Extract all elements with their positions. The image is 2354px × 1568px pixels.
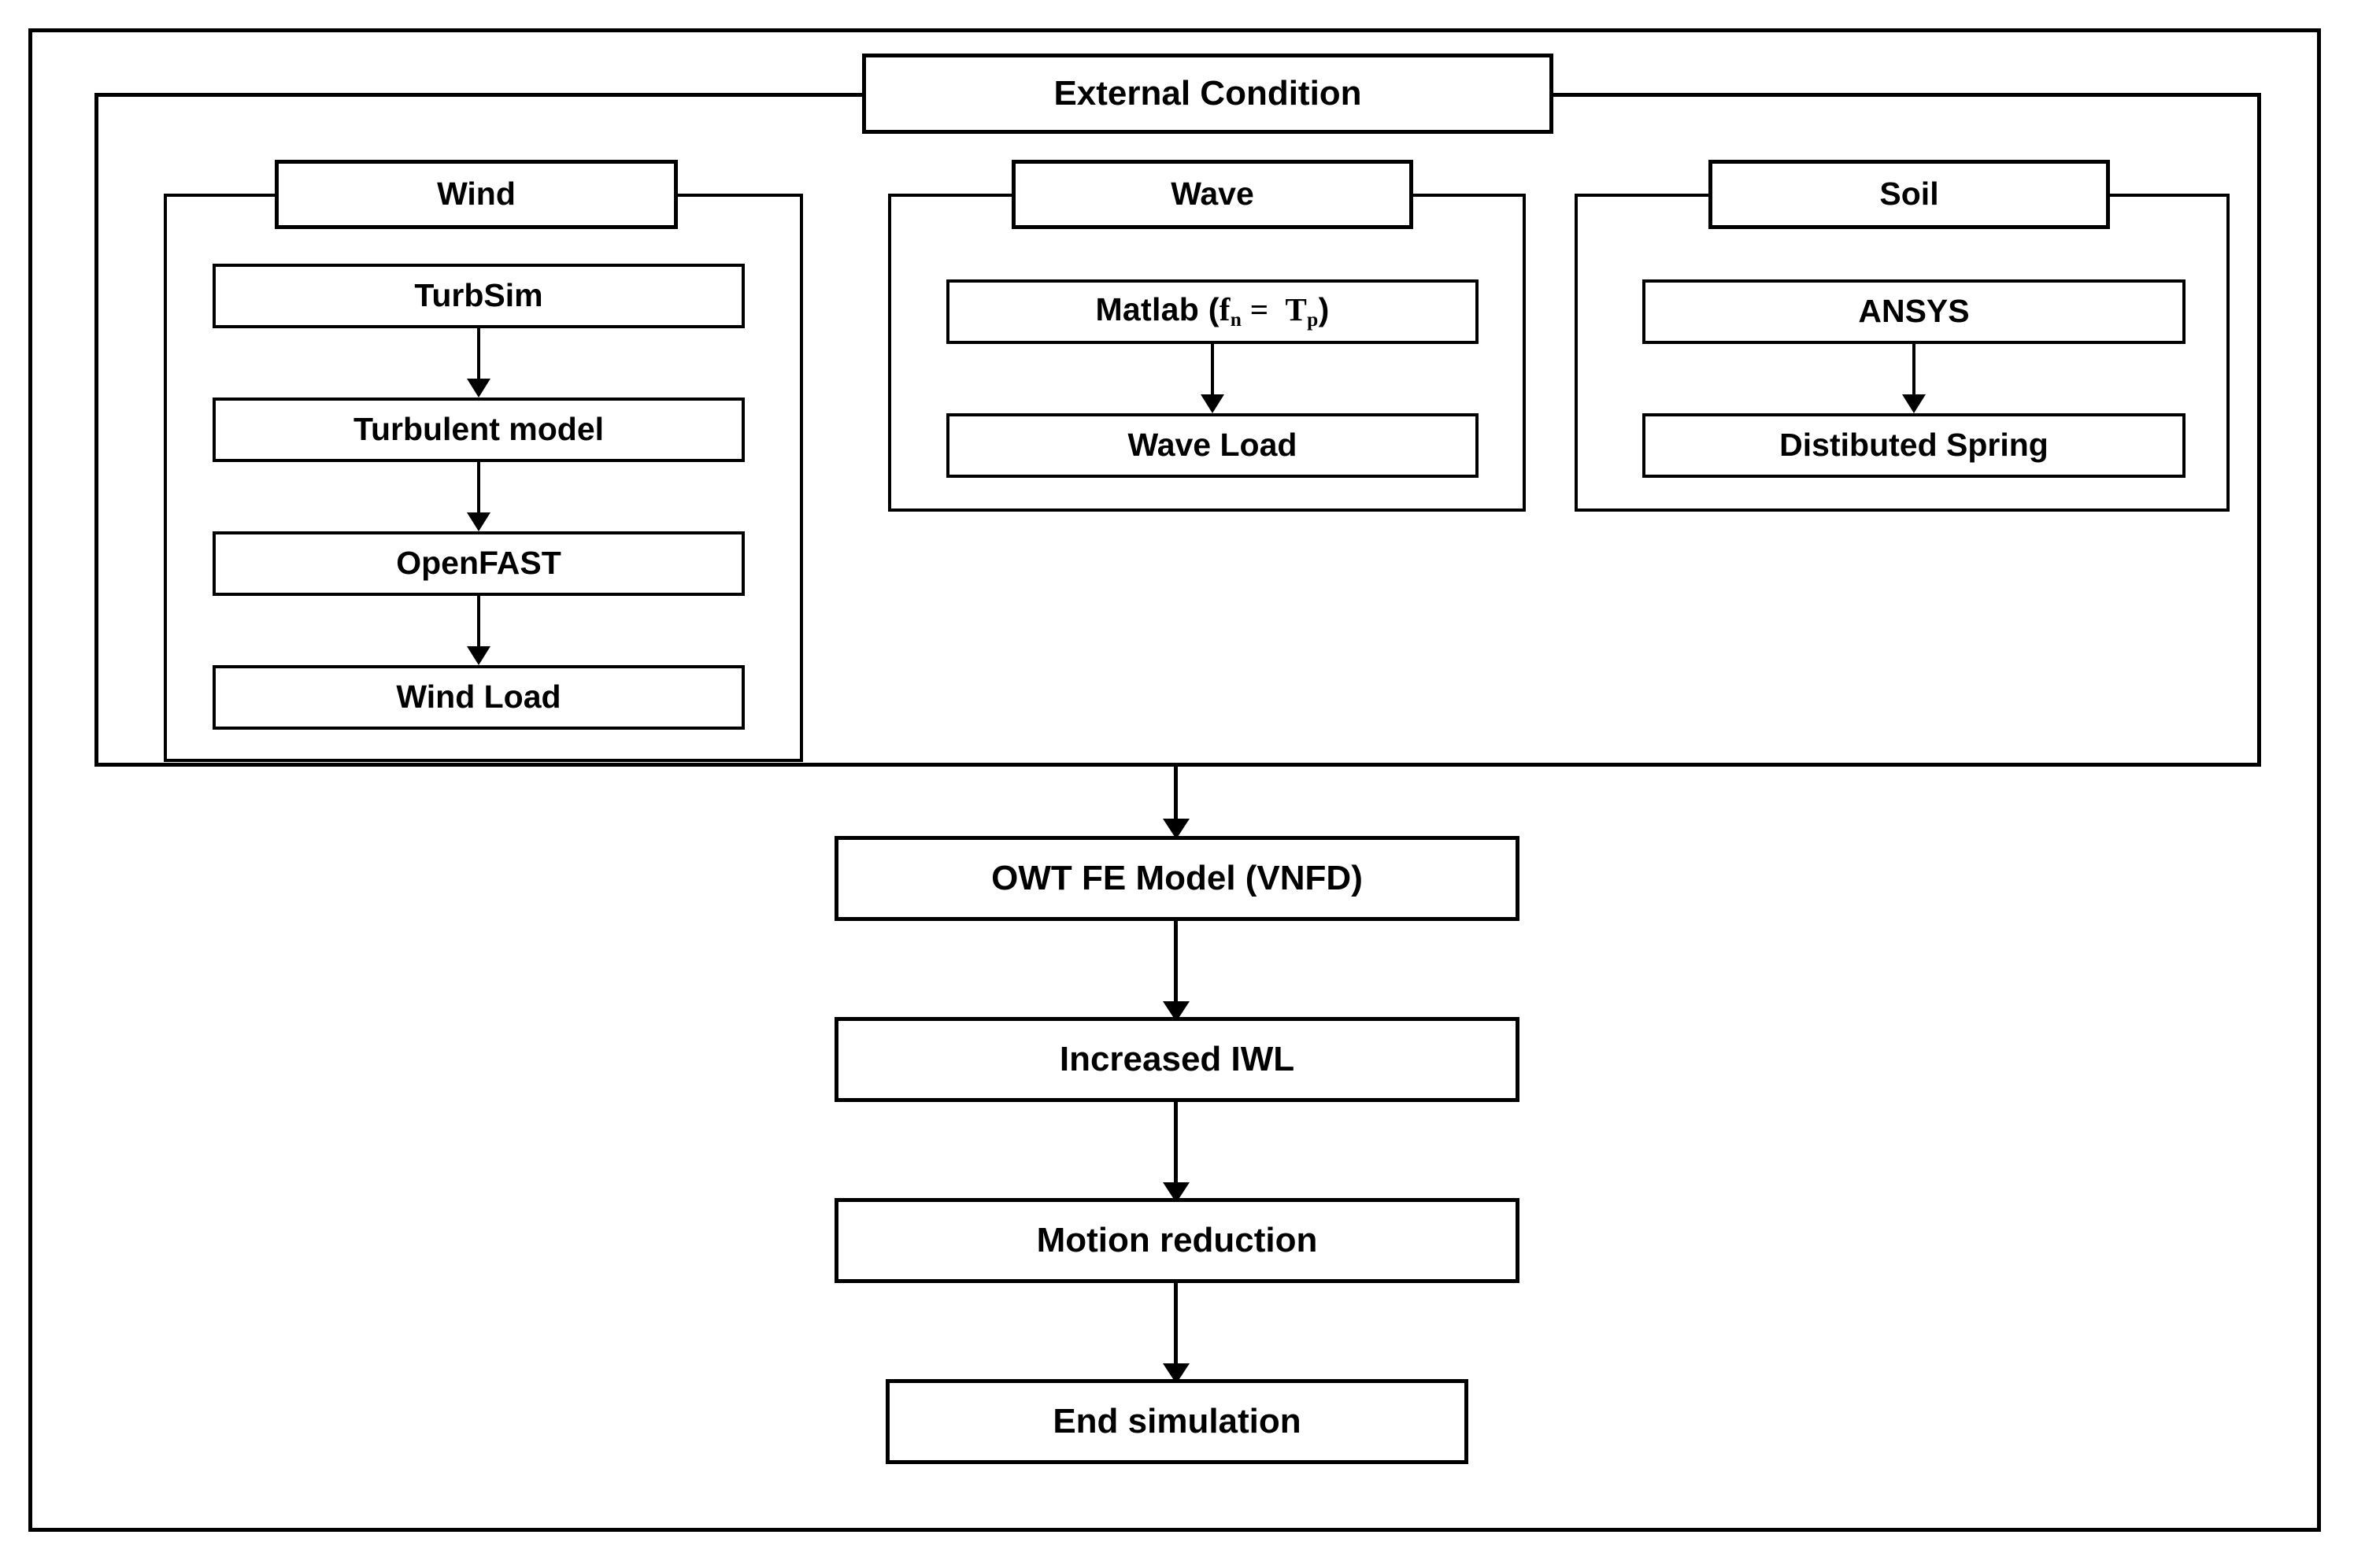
matlab-suffix: ) [1318,290,1330,327]
wave-step-matlab-label: Matlab (fn = Tp) [1095,290,1330,331]
soil-container-left-edge [1575,194,1578,512]
wave-container-top-edge-left [888,194,1012,197]
wave-step-matlab: Matlab (fn = Tp) [946,279,1479,344]
soil-arrow-1-line [1912,344,1915,399]
soil-container-top-edge-left [1575,194,1708,197]
soil-branch-header-box: Soil [1708,160,2110,229]
wind-branch-header-box: Wind [275,160,678,229]
soil-step-distibuted-spring: Distibuted Spring [1642,413,2186,478]
wave-arrow-1-line [1211,344,1214,399]
matlab-var-tp: Tp [1285,290,1319,331]
wind-arrow-2-head [467,512,490,531]
matlab-prefix: Matlab ( [1095,290,1220,327]
matlab-var-fn: fn [1219,290,1242,331]
main-step-increased-iwl: Increased IWL [835,1017,1519,1102]
wind-container-right-edge [800,194,803,762]
wind-step-wind-load: Wind Load [213,665,745,730]
wind-step-turbsim: TurbSim [213,264,745,328]
main-step-motion-reduction: Motion reduction [835,1198,1519,1283]
matlab-operator: = [1242,290,1277,327]
soil-arrow-1-head [1902,394,1926,413]
main-arrow-3-line [1174,1283,1178,1368]
wave-branch-header-box: Wave [1012,160,1413,229]
container-bottom-edge [94,763,2261,767]
wind-arrow-2-line [477,462,480,517]
soil-branch-container [1575,194,2230,512]
wave-step-wave-load: Wave Load [946,413,1479,478]
wind-container-top-edge-right [678,194,803,197]
wave-container-left-edge [888,194,891,512]
soil-container-right-edge [2226,194,2230,512]
soil-container-top-edge-right [2110,194,2230,197]
wave-container-bottom-edge [888,508,1526,512]
wave-container-right-edge [1523,194,1526,512]
soil-step-ansys: ANSYS [1642,279,2186,344]
wind-arrow-1-line [477,328,480,383]
external-condition-title-box: External Condition [862,54,1553,134]
wind-arrow-3-head [467,646,490,665]
container-top-edge-right [1553,93,2261,97]
wave-container-top-edge-right [1413,194,1526,197]
wind-container-top-edge-left [164,194,275,197]
wind-arrow-1-head [467,379,490,398]
main-step-owt-fe-model: OWT FE Model (VNFD) [835,836,1519,921]
main-step-end-simulation: End simulation [886,1379,1468,1464]
main-arrow-0-line [1174,767,1178,823]
external-condition-container [94,93,2261,767]
wave-arrow-1-head [1201,394,1224,413]
main-arrow-1-line [1174,921,1178,1006]
wind-step-openfast: OpenFAST [213,531,745,596]
wind-arrow-3-line [477,596,480,651]
soil-container-bottom-edge [1575,508,2230,512]
wind-step-turbulent-model: Turbulent model [213,398,745,462]
wave-branch-container [888,194,1526,512]
page-border [28,28,2321,1532]
main-arrow-0-head [1163,819,1190,839]
container-top-edge-left [94,93,866,97]
container-left-edge [94,93,98,767]
wind-container-left-edge [164,194,167,762]
container-right-edge [2257,93,2261,767]
wind-branch-container [164,194,803,762]
wind-container-bottom-edge [164,759,803,762]
main-arrow-2-line [1174,1102,1178,1187]
